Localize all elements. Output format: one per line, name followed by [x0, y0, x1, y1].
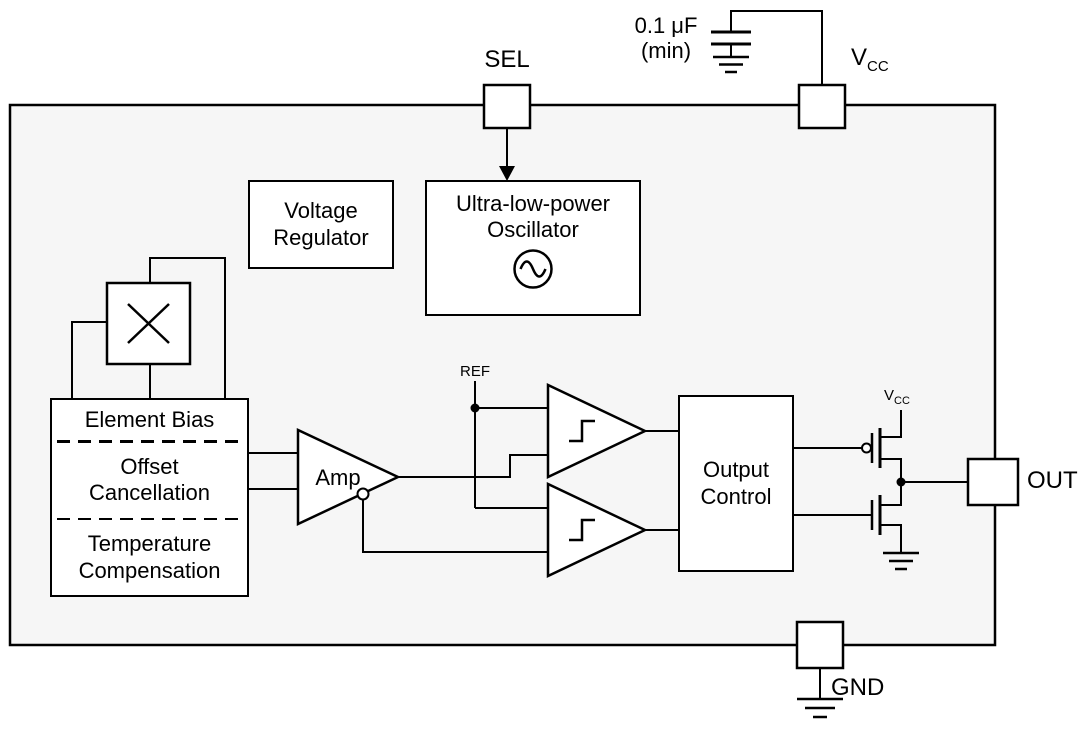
vcc-internal-label: VCC: [884, 387, 910, 407]
inverter-bubble-icon: [356, 487, 370, 501]
internal-wiring: [71, 257, 968, 553]
temperature-compensation-line2: Compensation: [78, 557, 221, 583]
vcc-internal-sub: CC: [894, 395, 910, 407]
capacitor-label: 0.1 μF (min): [624, 13, 708, 64]
amp-label: Amp: [315, 465, 360, 490]
voltage-regulator-line1: Voltage: [284, 198, 358, 224]
nmos-transistor: [870, 482, 902, 553]
arrow-down-icon: [499, 128, 515, 181]
pin-sel: [482, 83, 532, 130]
ground-icon-gnd: [797, 697, 843, 719]
voltage-regulator-line2: Regulator: [273, 224, 369, 250]
capacitor-value: 0.1 μF: [634, 13, 698, 38]
chopper-multiplier-block: [105, 281, 192, 366]
dashed-divider: [57, 517, 242, 520]
hysteresis-icon: [569, 419, 595, 443]
voltage-regulator-block: Voltage Regulator: [248, 180, 394, 269]
ground-icon-output-stage: [883, 551, 919, 571]
multiply-icon: [127, 303, 170, 344]
output-control-block: Output Control: [678, 395, 794, 572]
out-pin-label: OUT: [1027, 467, 1078, 494]
pin-vcc: [797, 83, 847, 130]
output-control-line1: Output: [702, 457, 770, 483]
pin-out: [966, 457, 1020, 507]
capacitor-note: (min): [640, 38, 692, 64]
gnd-pin-label: GND: [831, 674, 885, 701]
offset-cancellation-line1: Offset: [120, 453, 179, 479]
sel-pin-label: SEL: [484, 46, 530, 73]
pmos-transistor: [861, 410, 902, 482]
element-bias-label: Element Bias: [84, 406, 215, 432]
analog-front-end-block: Element Bias Offset Cancellation Tempera…: [50, 398, 249, 597]
offset-cancellation-section: Offset Cancellation: [52, 443, 247, 518]
vcc-internal-main: V: [884, 387, 895, 404]
capacitor-icon: [711, 30, 751, 46]
gate-bubble-icon: [861, 442, 872, 454]
pin-gnd: [795, 620, 845, 670]
oscillator-block: Ultra-low-power Oscillator: [425, 180, 641, 316]
ref-label: REF: [460, 363, 490, 380]
comparator-low: [546, 482, 648, 578]
dashed-divider: [57, 440, 242, 443]
temperature-compensation-line1: Temperature: [87, 531, 212, 557]
amplifier: Amp: [296, 428, 401, 526]
hysteresis-icon: [569, 518, 595, 542]
temperature-compensation-section: Temperature Compensation: [52, 520, 247, 595]
element-bias-section: Element Bias: [52, 400, 247, 440]
vcc-bypass-wire: [730, 10, 823, 86]
sine-wave-icon: [513, 249, 553, 289]
output-control-line2: Control: [700, 483, 772, 509]
junction-dot: [470, 403, 480, 413]
vcc-label-sub: CC: [867, 57, 889, 75]
offset-cancellation-line2: Cancellation: [88, 480, 211, 505]
ground-icon-capacitor: [713, 55, 749, 74]
oscillator-line2: Oscillator: [487, 217, 579, 243]
comparator-high: [546, 383, 648, 479]
junction-dot: [896, 477, 906, 487]
vcc-pin-label: VCC: [851, 44, 889, 75]
oscillator-line1: Ultra-low-power: [455, 191, 611, 216]
vcc-label-main: V: [851, 44, 868, 71]
